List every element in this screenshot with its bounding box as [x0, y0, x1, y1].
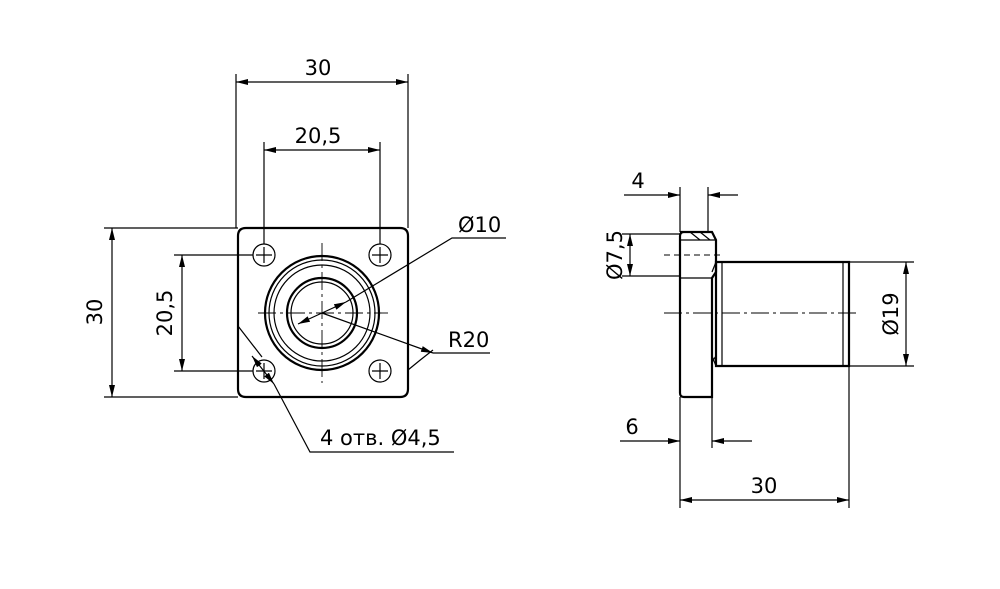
flange-chamfer — [237, 325, 263, 358]
side-view: 4 Ø7,5 Ø19 6 30 — [603, 169, 914, 508]
flange-radius-arc — [407, 349, 434, 371]
dimension-radius: R20 — [321, 312, 490, 354]
dimension-holes: 4 отв. Ø4,5 — [251, 355, 454, 453]
dimension-bore: Ø10 — [297, 213, 506, 325]
dimension-hole-spacing-v: 20,5 — [153, 254, 253, 372]
front-view: 30 20,5 30 20,5 Ø10 — [83, 56, 506, 453]
width-label: 30 — [305, 56, 332, 80]
side-body — [714, 260, 851, 368]
hole-spacing-h-label: 20,5 — [295, 124, 342, 148]
dimension-length: 30 — [680, 366, 850, 508]
flange-diameter-label: Ø7,5 — [603, 230, 627, 280]
radius-label: R20 — [448, 328, 489, 352]
holes-label: 4 отв. Ø4,5 — [320, 426, 441, 450]
height-label: 30 — [83, 299, 107, 326]
length-label: 30 — [751, 474, 778, 498]
mounting-hole — [368, 359, 392, 383]
flange-outline — [236, 226, 410, 399]
body-diameter-label: Ø19 — [879, 292, 903, 335]
bore-label: Ø10 — [458, 213, 501, 237]
hole-spacing-v-label: 20,5 — [153, 290, 177, 337]
dimension-flange-diameter: Ø7,5 — [603, 230, 680, 280]
dimension-flange-thickness: 4 — [624, 169, 738, 232]
dimension-shoulder: 6 — [620, 397, 752, 508]
flange-thickness-label: 4 — [631, 169, 644, 193]
dimension-hole-spacing-h: 20,5 — [263, 124, 381, 244]
dimension-body-diameter: Ø19 — [849, 261, 914, 367]
dimension-width: 30 — [235, 56, 409, 228]
dimension-height: 30 — [83, 227, 238, 398]
shoulder-label: 6 — [625, 415, 638, 439]
side-flange — [678, 230, 718, 399]
